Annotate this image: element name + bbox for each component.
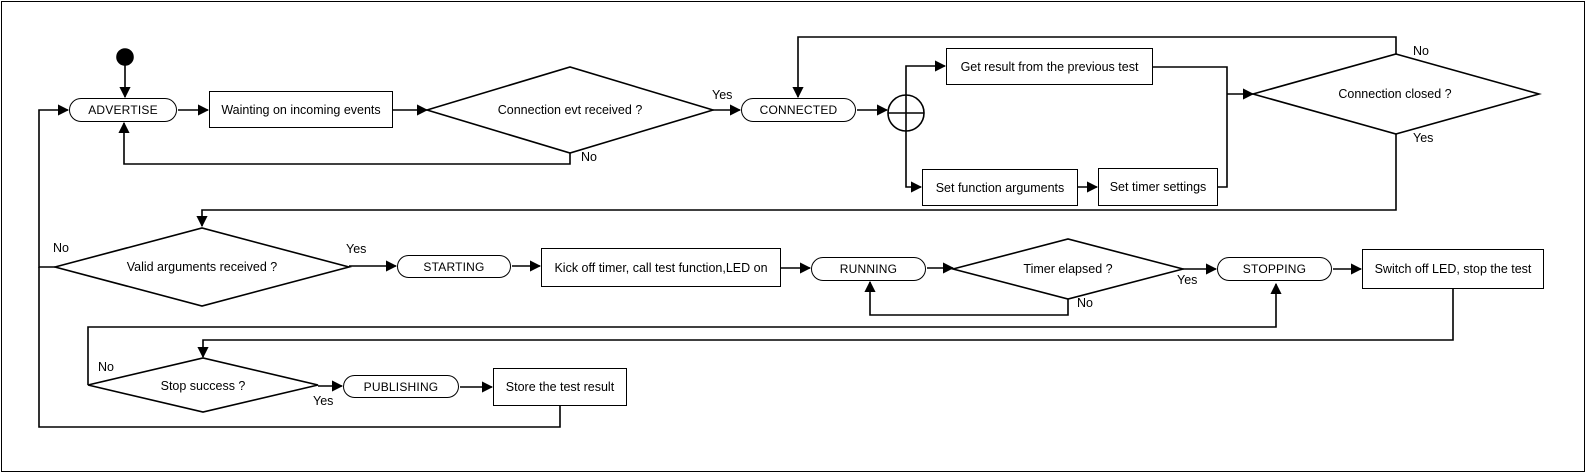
edge-settimer-merge xyxy=(1218,94,1228,188)
state-running: RUNNING xyxy=(811,257,926,281)
decision-stop-success-shape xyxy=(87,357,319,413)
label-no-connection-closed: No xyxy=(1413,44,1429,58)
decision-connection-closed-shape xyxy=(1250,53,1542,135)
action-waiting: Wainting on incoming events xyxy=(209,91,393,128)
action-store: Store the test result xyxy=(493,368,627,406)
state-starting: STARTING xyxy=(397,255,511,278)
decision-timer-elapsed: Timer elapsed ? xyxy=(1023,262,1113,276)
edge-fork-getresult xyxy=(905,60,947,95)
label-yes-stop-success: Yes xyxy=(313,394,334,408)
label-yes-connected: Yes xyxy=(712,88,733,102)
decision-valid-args-shape xyxy=(51,227,353,307)
decision-connection-evt: Connection evt received ? xyxy=(497,103,643,117)
label-no-advertise: No xyxy=(581,150,597,164)
action-get-result: Get result from the previous test xyxy=(946,48,1153,85)
label-yes-connection-closed: Yes xyxy=(1413,131,1434,145)
label-yes-valid-args: Yes xyxy=(346,242,367,256)
state-publishing: PUBLISHING xyxy=(343,375,459,398)
edge-decision2-connected-no xyxy=(792,36,1397,99)
state-connected: CONNECTED xyxy=(741,98,856,122)
edge-stopsuccess-stopping-no xyxy=(87,282,1282,385)
action-set-timer: Set timer settings xyxy=(1098,168,1218,206)
action-kick-off: Kick off timer, call test function,LED o… xyxy=(541,248,781,287)
edge-validargs-advertise-no xyxy=(38,104,70,268)
edge-store-advertise xyxy=(38,267,561,428)
state-advertise: ADVERTISE xyxy=(69,98,177,122)
edge-getresult-merge xyxy=(1153,66,1228,94)
edge-decision2-validargs-yes xyxy=(196,134,1397,228)
edge-switchoff-stopsuccess xyxy=(197,289,1454,359)
decision-valid-args: Valid arguments received ? xyxy=(126,260,278,274)
start-node xyxy=(116,48,134,66)
label-no-timer: No xyxy=(1077,296,1093,310)
decision-connection-closed: Connection closed ? xyxy=(1338,87,1452,101)
label-yes-timer: Yes xyxy=(1177,273,1198,287)
label-no-valid-args: No xyxy=(53,241,69,255)
edge-fork-setargs xyxy=(905,131,923,193)
action-switch-off: Switch off LED, stop the test xyxy=(1362,249,1544,289)
edge-decision1-advertise-no xyxy=(118,121,571,165)
label-no-stop-success: No xyxy=(98,360,114,374)
action-set-args: Set function arguments xyxy=(922,169,1078,206)
state-stopping: STOPPING xyxy=(1217,257,1332,281)
decision-stop-success: Stop success ? xyxy=(160,379,246,393)
edge-timer-running-no xyxy=(864,280,1069,316)
